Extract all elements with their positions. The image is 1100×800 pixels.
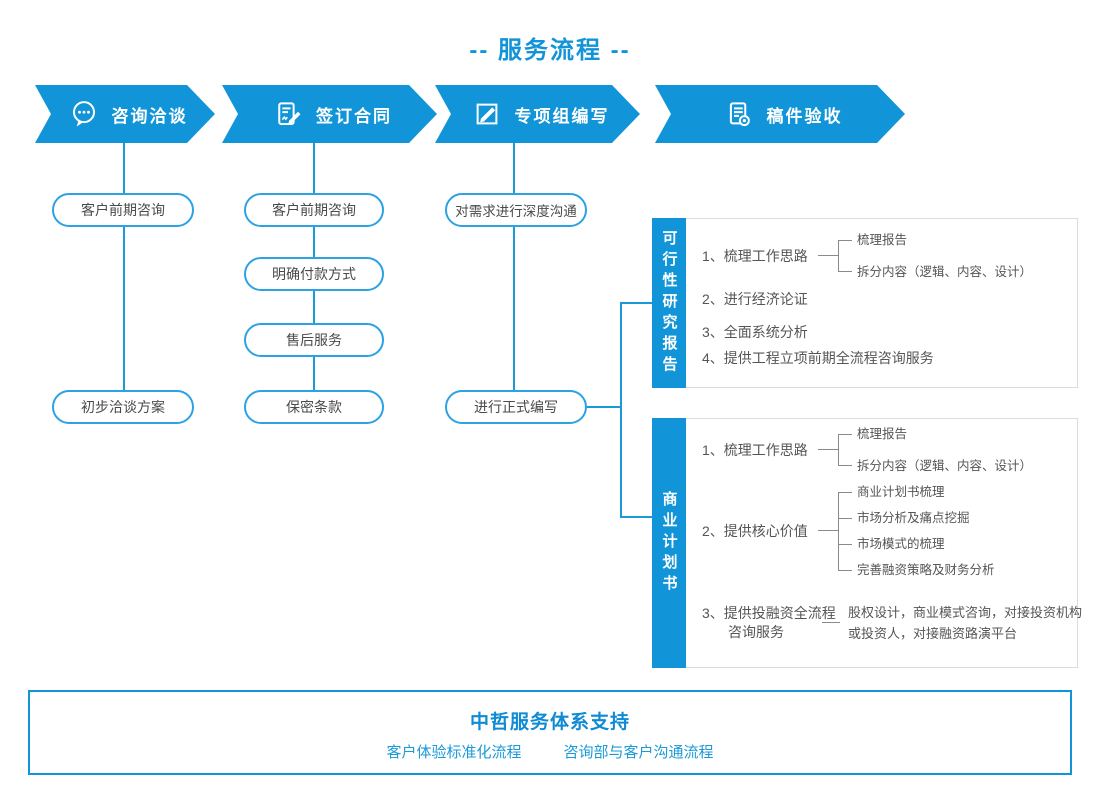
bracket-line	[838, 492, 852, 493]
section-subitem: 梳理报告	[857, 427, 908, 441]
bracket-line	[838, 240, 839, 272]
bracket-line	[838, 434, 839, 466]
business-plan-bar-label: 商业计划书	[652, 418, 686, 668]
edit-square-icon	[472, 99, 502, 129]
flow-box: 客户前期咨询	[244, 193, 384, 227]
banner-label: 签订合同	[316, 106, 392, 126]
section-item: 2、进行经济论证	[702, 291, 808, 307]
bracket-line	[838, 544, 852, 545]
connector-line	[123, 227, 125, 390]
banner-step-consult: 咨询洽谈	[35, 85, 215, 143]
bracket-line	[818, 449, 838, 450]
flow-box: 初步洽谈方案	[52, 390, 194, 424]
connector-line	[620, 302, 622, 518]
page-title: -- 服务流程 --	[469, 37, 631, 64]
banner-step-acceptance: 稿件验收	[655, 85, 905, 143]
bracket-line	[822, 622, 840, 623]
section-subitem: 市场模式的梳理	[857, 537, 945, 551]
connector-line	[313, 227, 315, 257]
feasibility-bar-label: 可行性研究报告	[652, 218, 686, 388]
banner-label: 专项组编写	[514, 106, 610, 126]
feasibility-panel	[652, 218, 1078, 388]
connector-line	[513, 143, 515, 193]
section-subitem: 商业计划书梳理	[857, 485, 945, 499]
bracket-line	[838, 518, 852, 519]
section-subitem: 梳理报告	[857, 233, 908, 247]
banner-label: 咨询洽谈	[111, 106, 188, 126]
footer-item: 咨询部与客户沟通流程	[563, 744, 714, 761]
footer-title: 中哲服务体系支持	[469, 712, 630, 733]
connector-line	[622, 302, 652, 304]
flow-box: 进行正式编写	[445, 390, 587, 424]
section-item: 1、梳理工作思路	[702, 248, 808, 264]
chat-bubble-icon	[69, 99, 99, 129]
section-item-note: 股权设计，商业模式咨询，对接投资机构或投资人，对接融资路演平台	[848, 605, 1083, 641]
flow-box: 售后服务	[244, 323, 384, 357]
section-subitem: 市场分析及痛点挖掘	[857, 511, 970, 525]
bracket-line	[818, 255, 838, 256]
section-item: 2、提供核心价值	[702, 523, 808, 539]
section-item: 4、提供工程立项前期全流程咨询服务	[702, 350, 934, 366]
bracket-line	[838, 492, 839, 571]
section-item: 3、提供投融资全流程咨询服务	[702, 605, 836, 640]
banner-step-writing: 专项组编写	[435, 85, 640, 143]
section-subitem: 完善融资策略及财务分析	[857, 563, 995, 577]
footer-items: 客户体验标准化流程 咨询部与客户沟通流程	[30, 741, 1070, 762]
connector-line	[622, 516, 652, 518]
connector-line	[513, 227, 515, 390]
bracket-line	[838, 240, 852, 241]
connector-line	[313, 291, 315, 323]
flow-box: 明确付款方式	[244, 257, 384, 291]
flow-box: 对需求进行深度沟通	[445, 193, 587, 227]
footer-support-box: 中哲服务体系支持 客户体验标准化流程 咨询部与客户沟通流程	[28, 690, 1072, 775]
bracket-line	[838, 465, 852, 466]
section-item: 1、梳理工作思路	[702, 442, 808, 458]
flow-box: 客户前期咨询	[52, 193, 194, 227]
section-subitem: 拆分内容（逻辑、内容、设计）	[857, 265, 1033, 279]
bracket-line	[818, 530, 838, 531]
bracket-line	[838, 271, 852, 272]
footer-item: 客户体验标准化流程	[386, 744, 522, 761]
section-item: 3、全面系统分析	[702, 324, 808, 340]
connector-line	[123, 143, 125, 193]
flow-box: 保密条款	[244, 390, 384, 424]
bracket-line	[838, 434, 852, 435]
contract-pen-icon	[273, 99, 303, 129]
connector-line	[313, 143, 315, 193]
bracket-line	[838, 570, 852, 571]
connector-line	[313, 357, 315, 390]
section-subitem: 拆分内容（逻辑、内容、设计）	[857, 459, 1033, 473]
banner-label: 稿件验收	[766, 106, 843, 126]
document-review-icon	[724, 99, 754, 129]
banner-step-contract: 签订合同	[222, 85, 437, 143]
connector-line	[587, 406, 621, 408]
